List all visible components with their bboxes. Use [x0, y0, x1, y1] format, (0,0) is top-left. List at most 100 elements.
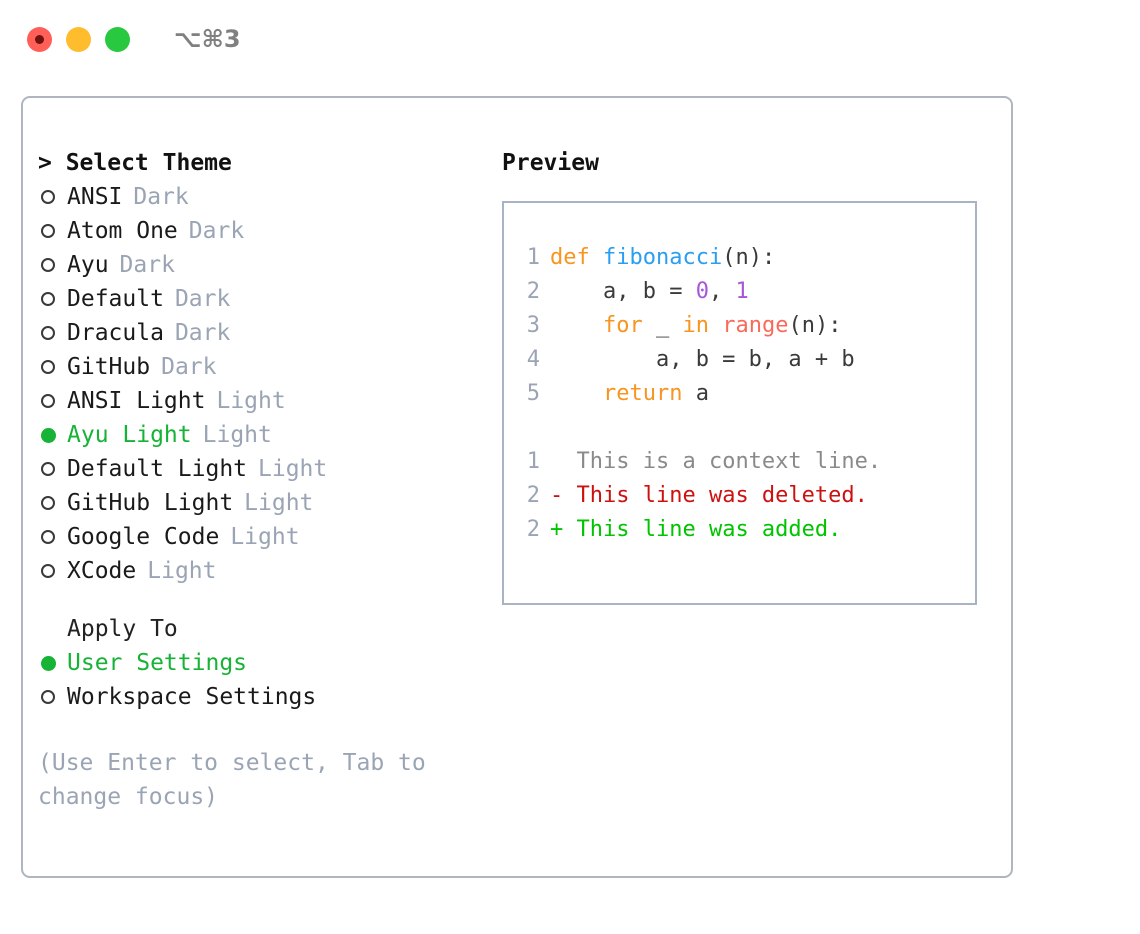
diff-line-number: 1 [526, 449, 540, 474]
code-line-number: 5 [526, 381, 540, 406]
keyboard-hint-text: (Use Enter to select, Tab to change focu… [38, 750, 426, 810]
code-token: (n): [788, 313, 842, 338]
theme-option-label: Atom One [67, 218, 178, 244]
diff-text: This is a context line. [576, 449, 882, 474]
minimize-button[interactable] [66, 26, 91, 52]
theme-option-ayu[interactable]: Ayu Dark [38, 248, 478, 282]
select-theme-heading: > Select Theme [38, 150, 232, 176]
radio-unselected-icon [38, 224, 67, 238]
code-token: range [722, 313, 789, 338]
theme-option-label: ANSI [67, 184, 123, 210]
radio-mark [41, 427, 56, 443]
theme-option-default-light[interactable]: Default Light Light [38, 452, 478, 486]
code-line-number: 3 [526, 313, 540, 338]
code-token: a, b = b, a + b [550, 347, 855, 372]
pane-spacer [38, 588, 478, 612]
radio-unselected-icon [38, 190, 67, 204]
theme-option-label: Dracula [67, 320, 164, 346]
apply-to-option-label: User Settings [67, 650, 248, 676]
apply-to-option-workspace-settings[interactable]: Workspace Settings [38, 680, 478, 714]
radio-unselected-icon [38, 690, 67, 704]
code-line: 1 def fibonacci(n): [504, 241, 975, 275]
preview-title: Preview [502, 150, 599, 176]
code-token: def [550, 245, 603, 270]
diff-sample: 1 This is a context line.2- This line wa… [504, 445, 975, 547]
diff-marker: + [550, 517, 577, 542]
theme-option-label: Ayu Light [67, 422, 192, 448]
radio-unselected-icon [38, 530, 67, 544]
diff-text: This line was added. [576, 517, 842, 542]
theme-variant-badge: Dark [119, 252, 175, 278]
diff-text: This line was deleted. [576, 483, 868, 508]
title-bar: ⌥⌘3 [0, 0, 1140, 78]
theme-variant-badge: Light [230, 524, 300, 550]
radio-mark [41, 496, 55, 510]
code-line: 2 a, b = 0, 1 [504, 275, 975, 309]
apply-to-option-user-settings[interactable]: User Settings [38, 646, 478, 680]
theme-option-default[interactable]: Default Dark [38, 282, 478, 316]
diff-marker [550, 449, 577, 474]
radio-mark [41, 224, 55, 238]
theme-option-ayu-light[interactable]: Ayu Light Light [38, 418, 478, 452]
radio-mark [41, 258, 55, 272]
code-line: 3 for _ in range(n): [504, 309, 975, 343]
radio-mark [41, 394, 55, 408]
radio-mark [41, 190, 55, 204]
theme-option-dracula[interactable]: Dracula Dark [38, 316, 478, 350]
theme-option-label: Default [67, 286, 164, 312]
radio-unselected-icon [38, 394, 67, 408]
code-token: (n): [722, 245, 776, 270]
theme-option-label: GitHub Light [67, 490, 234, 516]
theme-variant-badge: Light [258, 456, 328, 482]
code-token: in [682, 313, 723, 338]
theme-variant-badge: Dark [174, 320, 231, 346]
diff-line: 2- This line was deleted. [504, 479, 975, 513]
radio-mark [41, 690, 55, 704]
theme-option-github-light[interactable]: GitHub Light Light [38, 486, 478, 520]
theme-option-label: XCode [67, 558, 137, 584]
code-token: 0 [695, 279, 709, 304]
apply-to-option-label: Workspace Settings [67, 684, 317, 710]
theme-variant-badge: Dark [174, 286, 231, 312]
zoom-button[interactable] [105, 26, 130, 52]
radio-mark [41, 292, 55, 306]
theme-option-label: GitHub [67, 354, 151, 380]
traffic-lights [27, 26, 130, 52]
theme-option-label: Ayu [67, 252, 109, 278]
radio-unselected-icon [38, 292, 67, 306]
code-token: for [550, 313, 656, 338]
radio-unselected-icon [38, 496, 67, 510]
theme-option-xcode[interactable]: XCode Light [38, 554, 478, 588]
diff-line: 1 This is a context line. [504, 445, 975, 479]
code-token: _ [655, 313, 683, 338]
code-line-number: 1 [526, 245, 540, 270]
code-line: 5 return a [504, 377, 975, 411]
theme-variant-badge: Light [147, 558, 217, 584]
diff-line: 2+ This line was added. [504, 513, 975, 547]
code-token: fibonacci [602, 245, 723, 270]
radio-selected-icon [38, 427, 67, 443]
code-token: a [695, 381, 709, 406]
diff-marker: - [550, 483, 577, 508]
theme-option-label: ANSI Light [67, 388, 206, 414]
close-icon [35, 34, 44, 44]
apply-to-heading: Apply To [67, 616, 178, 642]
radio-mark [41, 564, 55, 578]
theme-variant-badge: Light [202, 422, 272, 448]
theme-option-label: Default Light [67, 456, 248, 482]
radio-selected-icon [38, 655, 67, 671]
close-button[interactable] [27, 26, 52, 52]
theme-variant-badge: Light [244, 490, 314, 516]
radio-unselected-icon [38, 462, 67, 476]
